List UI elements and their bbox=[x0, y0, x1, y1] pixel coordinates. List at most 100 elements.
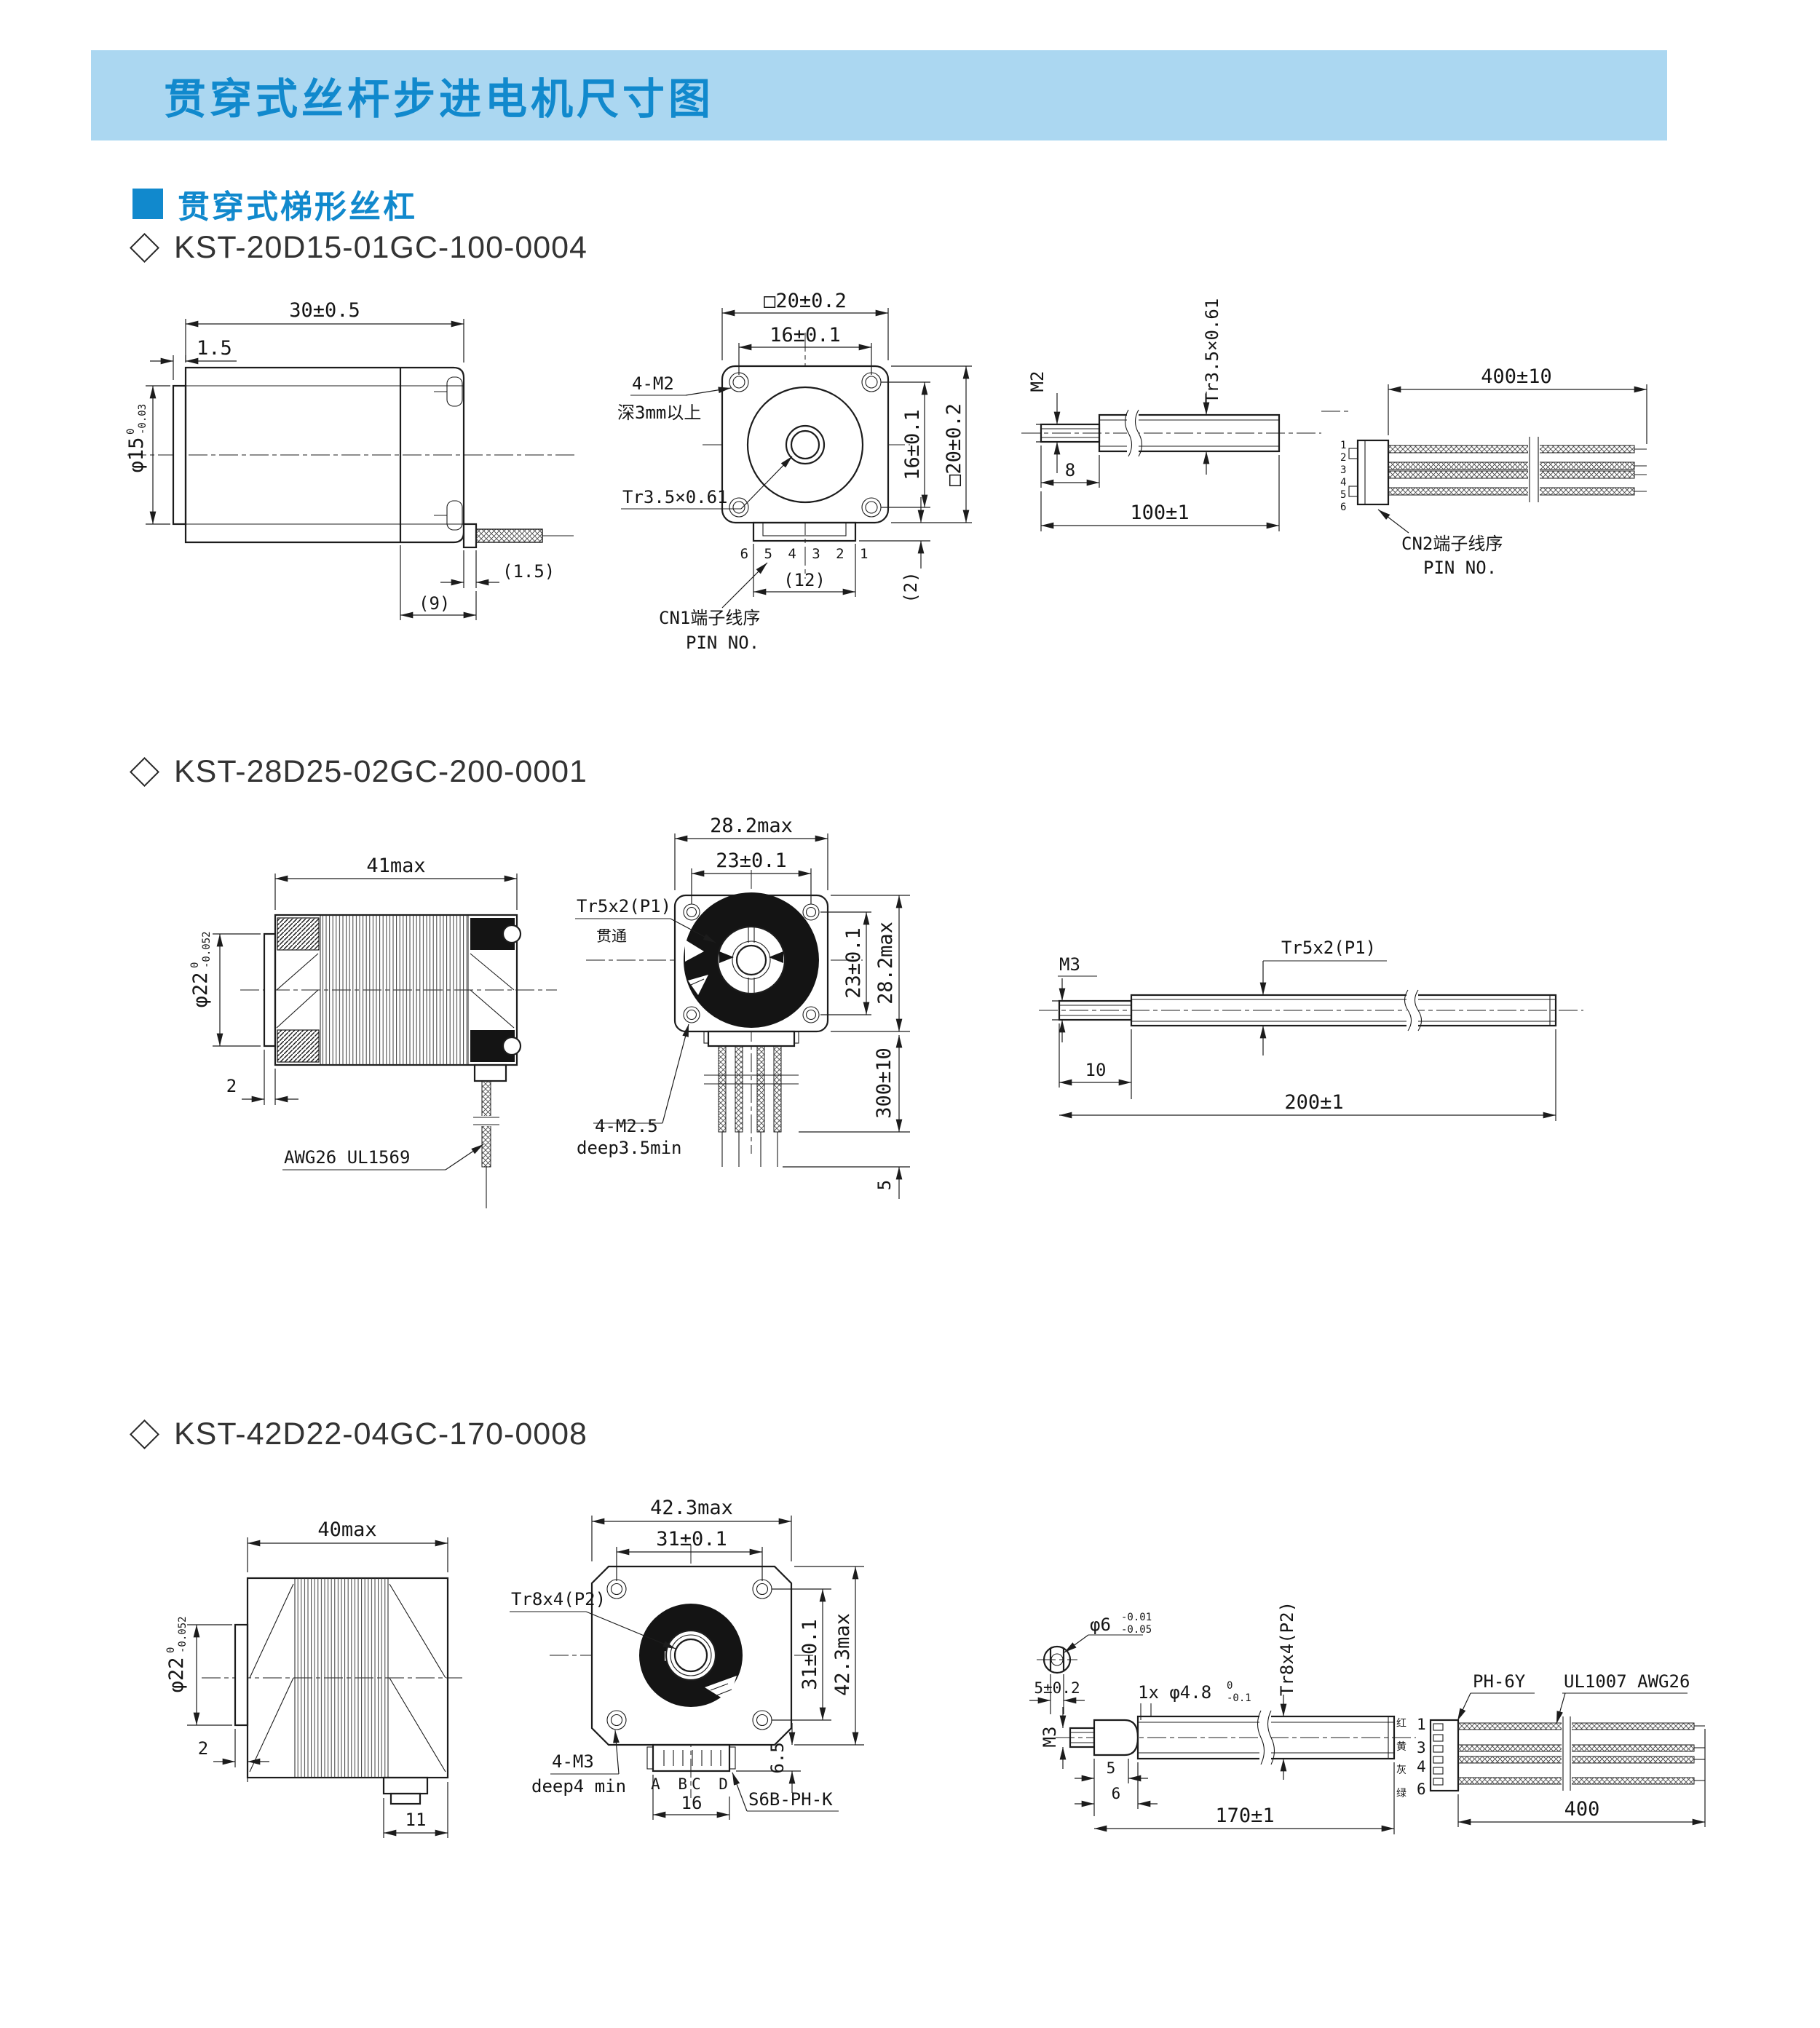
m1-dim-length: 30±0.5 bbox=[289, 299, 360, 322]
m3-total-len: 170±1 bbox=[1215, 1805, 1274, 1827]
m1-front-height: □20±0.2 bbox=[943, 403, 965, 486]
m3-thread-spec: Tr8x4(P2) bbox=[1277, 1601, 1297, 1696]
m2-dia-label: φ22 0 -0.052 bbox=[189, 931, 213, 1007]
m2-side-dimensions: 41max φ22 0 -0.052 2 AWG26 UL1569 bbox=[189, 855, 518, 1171]
m3-front-view: A BC D 42.3max 31±0.1 31±0.1 42.3max 6.5… bbox=[510, 1497, 864, 1820]
m3-dim6: 6 bbox=[1112, 1785, 1121, 1802]
m2-screw-thread-spec: Tr5x2(P1) bbox=[1281, 938, 1376, 958]
m2-screw-drawing: M3 Tr5x2(P1) 10 200±1 bbox=[1039, 938, 1583, 1121]
model1-part-number: KST-20D15-01GC-100-0004 bbox=[174, 230, 587, 265]
m3-motor-body bbox=[202, 1577, 462, 1805]
m3-flat-tol-up: -0.01 bbox=[1121, 1612, 1152, 1623]
m1-screw-shaft bbox=[1021, 409, 1321, 457]
m3-hole-note: 1x φ4.8 bbox=[1138, 1682, 1211, 1703]
m2-strip-length: 5 bbox=[874, 1180, 895, 1190]
m3-front-hole-span-v: 31±0.1 bbox=[799, 1619, 821, 1690]
m1-conn-label1: CN1端子线序 bbox=[659, 608, 760, 628]
m3-screw-drawing: φ6 -0.01 -0.05 5±0.2 M3 1x φ4.8 0 -0.1 T… bbox=[1029, 1601, 1416, 1834]
m1-cable-length: 400±10 bbox=[1481, 365, 1552, 388]
m2-screw-tip-len: 10 bbox=[1085, 1060, 1107, 1080]
m3-cable-drawing: PH-6Y UL1007 AWG26 1 3 4 6 红 黄 灰 绿 bbox=[1396, 1671, 1706, 1827]
pin-1: 1 bbox=[1417, 1716, 1426, 1733]
m2-leadscrew: Tr5x2(P1) bbox=[577, 896, 671, 916]
wire-color-red: 红 bbox=[1396, 1718, 1406, 1730]
section-bullet-square bbox=[132, 189, 163, 219]
m1-flange bbox=[703, 333, 910, 579]
m1-screw-dimensions: M2 Tr3.5×0.61 8 100±1 bbox=[1027, 298, 1280, 531]
m2-screw-total-len: 200±1 bbox=[1284, 1091, 1343, 1114]
diamond-icon bbox=[129, 1419, 160, 1450]
page-title: 贯穿式丝杆步进电机尺寸图 bbox=[164, 76, 715, 123]
pin-4: 4 bbox=[1340, 477, 1346, 488]
m2-screw-tip-thread: M3 bbox=[1059, 954, 1080, 975]
m1-side-dimensions: 30±0.5 1.5 φ15 0 -0.03 (1.5) (9) bbox=[125, 299, 555, 620]
m1-dim-dia: φ15 bbox=[125, 437, 148, 473]
m2-screw-note1: 4-M2.5 bbox=[595, 1116, 658, 1136]
m3-cable-conn-type: PH-6Y bbox=[1473, 1671, 1526, 1692]
m3-hole-tol-up: 0 bbox=[1227, 1680, 1233, 1692]
wire-color-gray: 灰 bbox=[1396, 1764, 1406, 1776]
m3-conn-width: 16 bbox=[681, 1793, 703, 1813]
m1-front-dimensions: □20±0.2 16±0.1 16±0.1 □20±0.2 (2) (12) bbox=[721, 290, 972, 603]
m2-front-hole-span: 23±0.1 bbox=[716, 849, 787, 872]
m3-dia-label: φ22 0 -0.052 bbox=[165, 1616, 189, 1692]
m1-front-annotations: 4-M2 深3mm以上 Tr3.5×0.61 6 5 4 3 2 1 CN1端子… bbox=[617, 373, 872, 653]
m2-front-hole-span-v: 23±0.1 bbox=[842, 927, 865, 999]
m2-dia-tol-up: 0 bbox=[189, 962, 201, 968]
m1-pin-numbers: 6 5 4 3 2 1 bbox=[740, 546, 872, 562]
m3-dim-plate: 2 bbox=[198, 1738, 208, 1759]
m1-dia-tol-dn: -0.03 bbox=[137, 404, 149, 435]
pin-5: 5 bbox=[1340, 489, 1346, 501]
model3-label: KST-42D22-04GC-170-0008 bbox=[129, 1417, 587, 1452]
m3-conn-len: 11 bbox=[405, 1810, 427, 1830]
m2-front-dimensions: 28.2max 23±0.1 23±0.1 28.2max 300±10 5 bbox=[674, 815, 910, 1199]
m3-cable-dimensions: 400 bbox=[1457, 1729, 1706, 1827]
m2-front-view: 28.2max 23±0.1 23±0.1 28.2max 300±10 5 T… bbox=[575, 815, 910, 1199]
m3-front-height: 42.3max bbox=[831, 1613, 854, 1696]
pin-6: 6 bbox=[1417, 1781, 1426, 1798]
m3-flat-width: 5±0.2 bbox=[1034, 1679, 1080, 1697]
section-title: 贯穿式梯形丝杠 bbox=[178, 189, 417, 225]
m1-motor-body bbox=[127, 366, 575, 549]
m3-pin-letters: A BC D bbox=[651, 1775, 732, 1793]
m2-wire-note: AWG26 UL1569 bbox=[284, 1147, 410, 1168]
pin-3: 3 bbox=[1417, 1739, 1426, 1756]
m1-cable-dimensions: 400±10 CN2端子线序 PIN NO. bbox=[1377, 365, 1647, 578]
m1-dim-tip: (1.5) bbox=[502, 561, 555, 582]
m3-connector: A BC D bbox=[646, 1743, 736, 1793]
m3-front-dimensions: 42.3max 31±0.1 31±0.1 42.3max 6.5 16 bbox=[591, 1497, 864, 1820]
m1-cable-label1: CN2端子线序 bbox=[1401, 534, 1503, 554]
m3-flange bbox=[550, 1545, 815, 1798]
m3-conn-height: 6.5 bbox=[767, 1742, 788, 1773]
m3-screw-note2: deep4 min bbox=[531, 1776, 626, 1797]
pin-2: 2 bbox=[1340, 452, 1346, 464]
m1-screw-drawing: M2 Tr3.5×0.61 8 100±1 bbox=[1021, 298, 1321, 531]
m3-dim-length: 40max bbox=[317, 1518, 376, 1541]
m1-cable-label2: PIN NO. bbox=[1423, 558, 1497, 578]
m3-flat-dia: φ6 bbox=[1090, 1615, 1111, 1635]
m1-cable-drawing: 1 2 3 4 5 6 400±10 CN2端子线序 PIN NO. bbox=[1321, 365, 1647, 578]
m1-screw-total-len: 100±1 bbox=[1130, 502, 1189, 524]
m3-screw-shaft bbox=[1056, 1710, 1416, 1765]
m3-screw-dimensions: M3 1x φ4.8 0 -0.1 Tr8x4(P2) 5 6 170±1 bbox=[1040, 1601, 1395, 1834]
m2-screw-shaft bbox=[1039, 989, 1583, 1031]
m1-screw-note1: 4-M2 bbox=[632, 373, 674, 394]
m3-side-view: 40max φ22 0 -0.052 2 11 bbox=[165, 1518, 462, 1838]
m1-conn-label2: PIN NO. bbox=[686, 633, 759, 653]
m3-hole-tol-dn: -0.1 bbox=[1227, 1692, 1251, 1704]
m2-wire-length: 300±10 bbox=[873, 1047, 895, 1119]
m1-front-conn-depth: (2) bbox=[901, 571, 921, 603]
m2-dia-tol-dn: -0.052 bbox=[201, 931, 213, 968]
m1-dim-plate: 1.5 bbox=[197, 337, 232, 360]
m2-dim-length: 41max bbox=[366, 855, 425, 877]
m2-side-view: 41max φ22 0 -0.052 2 AWG26 UL1569 bbox=[189, 855, 557, 1208]
m1-front-view: □20±0.2 16±0.1 16±0.1 □20±0.2 (2) (12) 4… bbox=[617, 290, 972, 653]
m3-cable-connector bbox=[1429, 1719, 1460, 1792]
m2-flange bbox=[586, 870, 863, 1154]
m1-cable-connector bbox=[1321, 411, 1390, 506]
m1-screw-note2: 深3mm以上 bbox=[617, 403, 701, 423]
pin-6: 6 bbox=[1340, 502, 1346, 513]
m2-screw-dimensions: M3 Tr5x2(P1) 10 200±1 bbox=[1052, 938, 1556, 1121]
m3-flat-tol-dn: -0.05 bbox=[1121, 1624, 1152, 1636]
